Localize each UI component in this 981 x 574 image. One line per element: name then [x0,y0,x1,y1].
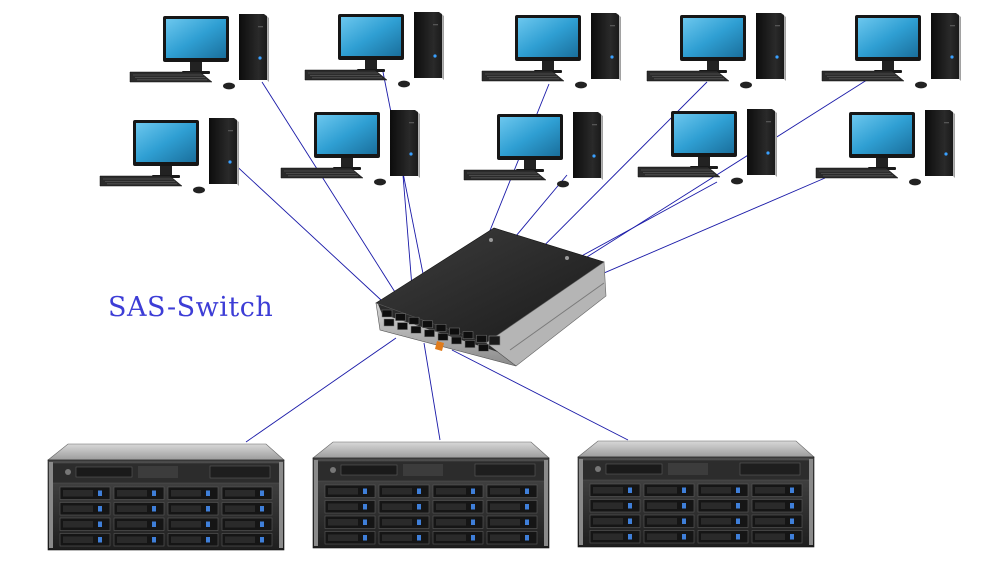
mouse-icon [915,81,927,89]
workstation-3 [481,13,621,89]
mouse-icon [909,178,921,186]
workstation-9 [637,109,777,185]
workstation-4 [646,13,786,89]
link-server-1 [245,337,397,443]
switch-ports [381,309,489,352]
storage-server-1 [47,443,285,551]
mouse-icon [374,178,386,186]
mouse-icon [575,81,587,89]
sas-switch-device [375,227,607,367]
optical-drive-icon [340,464,398,476]
workstation-10 [815,110,955,186]
tower-icon [209,118,239,186]
workstation-8 [463,112,603,188]
keyboard-icon [481,70,565,82]
mouse-icon [740,81,752,89]
workstation-7 [280,110,420,186]
workstation-2 [304,12,444,88]
storage-server-2 [312,441,550,549]
keyboard-icon [821,70,905,82]
workstations [99,12,961,194]
keyboard-icon [280,167,364,179]
link-pc-1 [261,81,401,301]
keyboard-icon [304,69,388,81]
keyboard-icon [129,71,213,83]
storage-server-3 [577,440,815,548]
sas-switch-label: SAS-Switch [108,292,274,323]
workstation-5 [821,13,961,89]
orange-handle-icon [435,341,444,351]
storage-servers [47,440,815,551]
link-server-3 [451,349,629,441]
drive-bays [59,486,273,547]
workstation-6 [99,118,239,194]
mouse-icon [193,186,205,194]
tower-icon [925,110,955,178]
optical-drive-icon [75,466,133,478]
tower-icon [756,13,786,81]
tower-icon [390,110,420,178]
tower-icon [747,109,777,177]
mouse-icon [398,80,410,88]
mouse-icon [731,177,743,185]
tower-icon [591,13,621,81]
mouse-icon [557,180,569,188]
keyboard-icon [99,175,183,187]
tower-icon [931,13,961,81]
keyboard-icon [815,167,899,179]
tower-icon [239,14,269,82]
keyboard-icon [637,166,721,178]
link-server-2 [423,342,441,441]
keyboard-icon [646,70,730,82]
tower-icon [414,12,444,80]
ethernet-port-icon [488,335,501,346]
link-pc-6 [229,159,382,301]
tower-icon [573,112,603,180]
mouse-icon [223,82,235,90]
optical-drive-icon [605,463,663,475]
keyboard-icon [463,169,547,181]
drive-bays [589,483,803,544]
drive-bays [324,484,538,545]
workstation-1 [129,14,269,90]
